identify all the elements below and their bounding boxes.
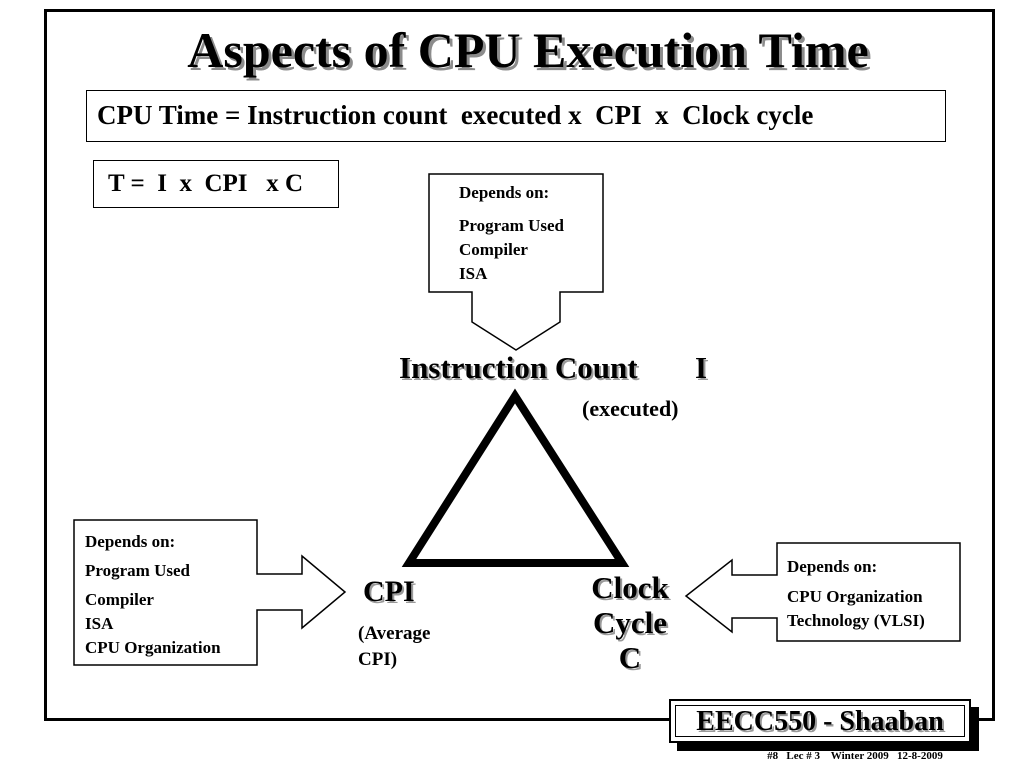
top-callout-text: Depends on: Program Used Compiler ISA — [459, 181, 564, 286]
right-callout-item: Technology (VLSI) — [787, 611, 925, 630]
left-callout-item: Program Used — [85, 561, 190, 580]
slide-footer: #8 Lec # 3 Winter 2009 12-8-2009 — [767, 750, 943, 762]
left-callout-text: Depends on: Program Used Compiler ISA CP… — [85, 530, 221, 660]
short-formula: T = I x CPI x C — [93, 160, 339, 208]
clock-label-line: Cycle — [592, 605, 668, 640]
left-callout-item: CPU Organization — [85, 638, 221, 657]
slide-title: Aspects of CPU Execution Time — [187, 22, 869, 78]
cpi-subtitle: (Average CPI) — [358, 621, 430, 673]
top-callout-heading: Depends on: — [459, 183, 550, 202]
clock-cycle-label: Clock Cycle C — [582, 570, 678, 675]
course-badge-text: EECC550 - Shaaban — [675, 705, 965, 737]
left-callout-arrow — [73, 519, 347, 666]
right-callout-heading: Depends on: — [787, 557, 878, 576]
cpi-label: CPI — [363, 575, 415, 608]
triangle — [401, 388, 630, 567]
cpu-time-formula: CPU Time = Instruction count executed x … — [86, 90, 946, 142]
top-callout-item: Compiler — [459, 240, 528, 259]
top-callout-item: Program Used — [459, 216, 564, 235]
cpi-subtitle-line: CPI) — [358, 649, 398, 670]
left-callout-heading: Depends on: — [85, 532, 176, 551]
executed-label: (executed) — [582, 396, 679, 421]
top-callout-item: ISA — [459, 264, 488, 283]
instruction-symbol: I — [695, 350, 708, 385]
slide-frame — [44, 9, 995, 721]
left-callout-item: Compiler — [85, 590, 154, 609]
course-badge: EECC550 - Shaaban — [669, 699, 971, 743]
cpi-subtitle-line: (Average — [358, 623, 431, 644]
left-callout-item: ISA — [85, 614, 114, 633]
clock-label-line: C — [618, 640, 642, 675]
right-callout-text: Depends on: CPU Organization Technology … — [787, 555, 925, 633]
instruction-count-label: Instruction Count — [399, 350, 638, 385]
top-callout-arrow — [428, 173, 604, 351]
clock-label-line: Clock — [591, 570, 669, 605]
right-callout-arrow — [684, 542, 961, 642]
right-callout-item: CPU Organization — [787, 587, 923, 606]
